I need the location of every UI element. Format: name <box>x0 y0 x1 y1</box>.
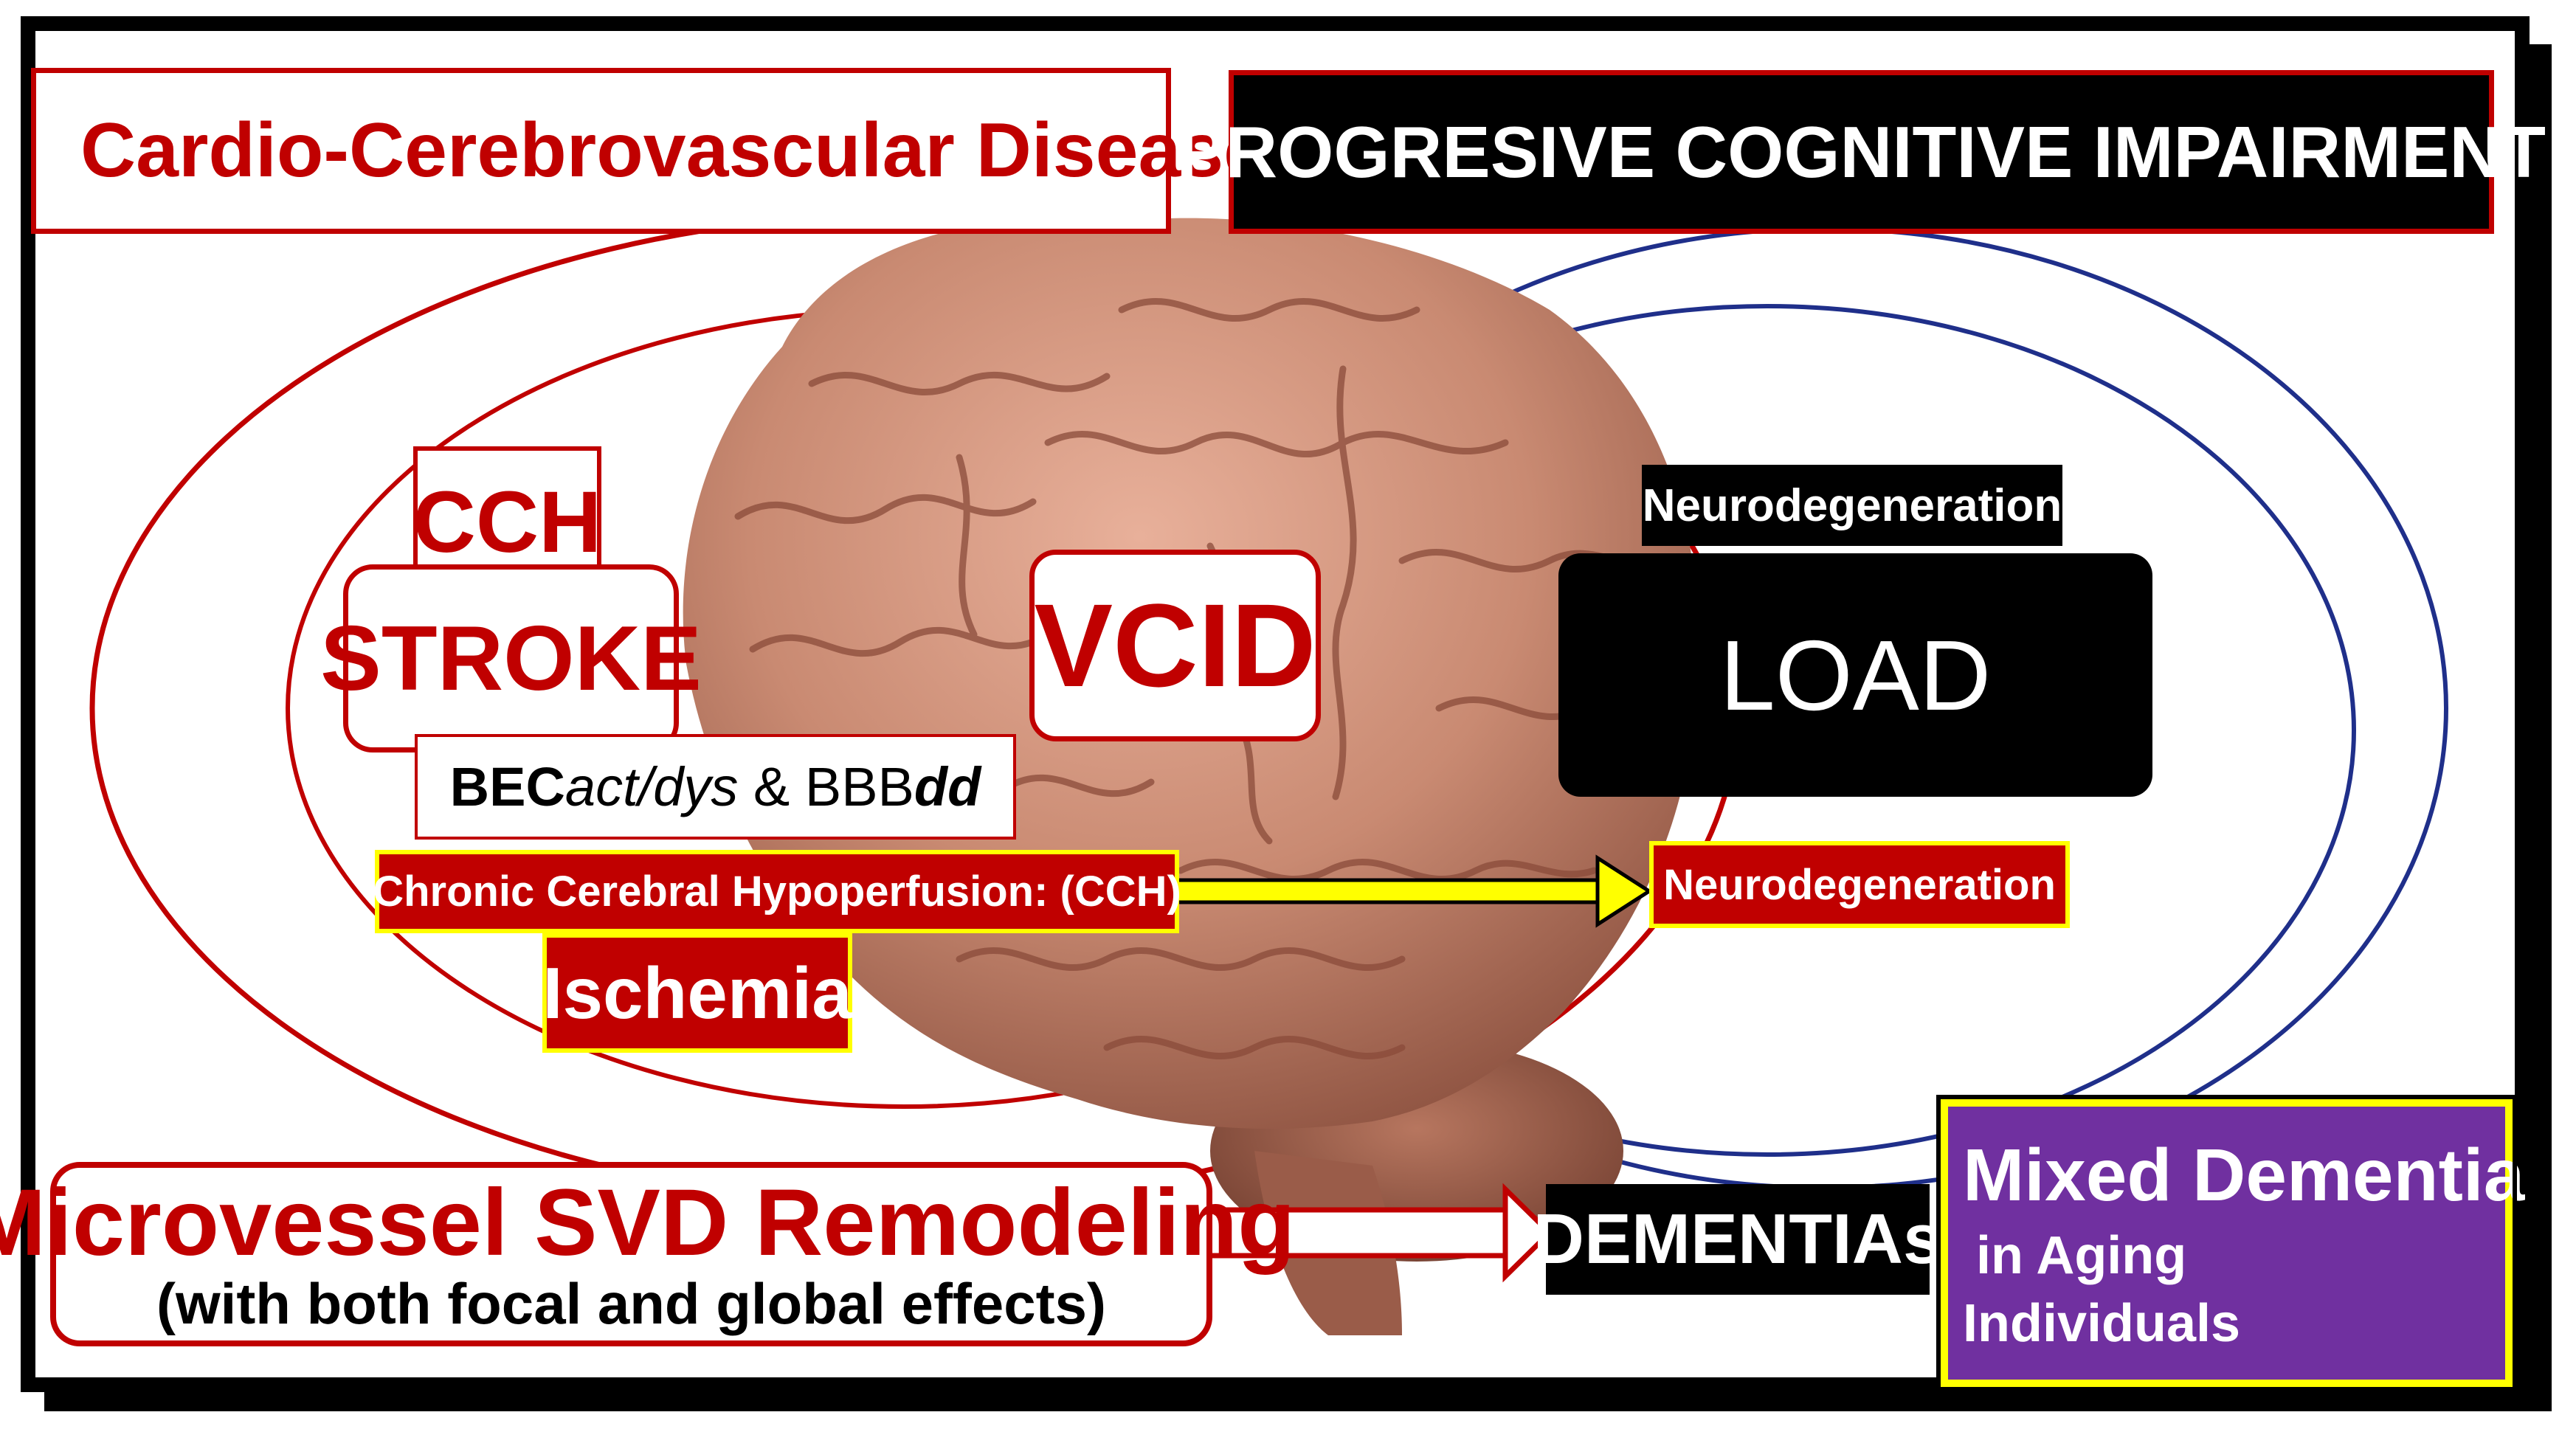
bec-amp: & BBB <box>738 756 914 817</box>
neurodegeneration-top-label: Neurodegeneration <box>1642 465 2062 546</box>
frame-shadow-bottom <box>44 1392 2552 1411</box>
dementias-label: DEMENTIAs <box>1533 1184 1942 1295</box>
mixed-dementia-box: Mixed Dementia in Aging Individuals <box>1936 1095 2524 1391</box>
ischemia-label: Ischemia <box>542 933 852 1053</box>
chronic-cerebral-hypoperfusion-label: Chronic Cerebral Hypoperfusion: (CCH) <box>373 850 1181 933</box>
mixed-dementia-title: Mixed Dementia <box>1963 1133 2525 1217</box>
svd-subtitle: (with both focal and global effects) <box>156 1271 1106 1336</box>
svd-to-dementias-arrow <box>1204 1183 1553 1283</box>
bec-bold-italic: dd <box>914 756 981 817</box>
svd-title: Microvessel SVD Remodeling <box>0 1170 1296 1276</box>
stroke-label: STROKE <box>320 564 702 752</box>
vcid-label: VCID <box>1029 550 1321 741</box>
bec-italic: act/dys <box>564 756 739 817</box>
load-label: LOAD <box>1558 553 2152 797</box>
frame-shadow-right <box>2530 44 2552 1402</box>
bec-prefix: BEC <box>449 756 565 817</box>
cardio-cerebrovascular-title: Cardio-Cerebrovascular Disease <box>31 68 1266 234</box>
mixed-dementia-line3: Individuals <box>1963 1293 2241 1353</box>
neurodegeneration-bottom-label: Neurodegeneration <box>1649 841 2070 928</box>
svd-remodeling-box: Microvessel SVD Remodeling (with both fo… <box>0 1162 1295 1346</box>
mixed-dementia-line2: in Aging <box>1976 1225 2187 1285</box>
cognitive-impairment-title: PROGRESIVE COGNITIVE IMPAIRMENT <box>1177 70 2546 234</box>
